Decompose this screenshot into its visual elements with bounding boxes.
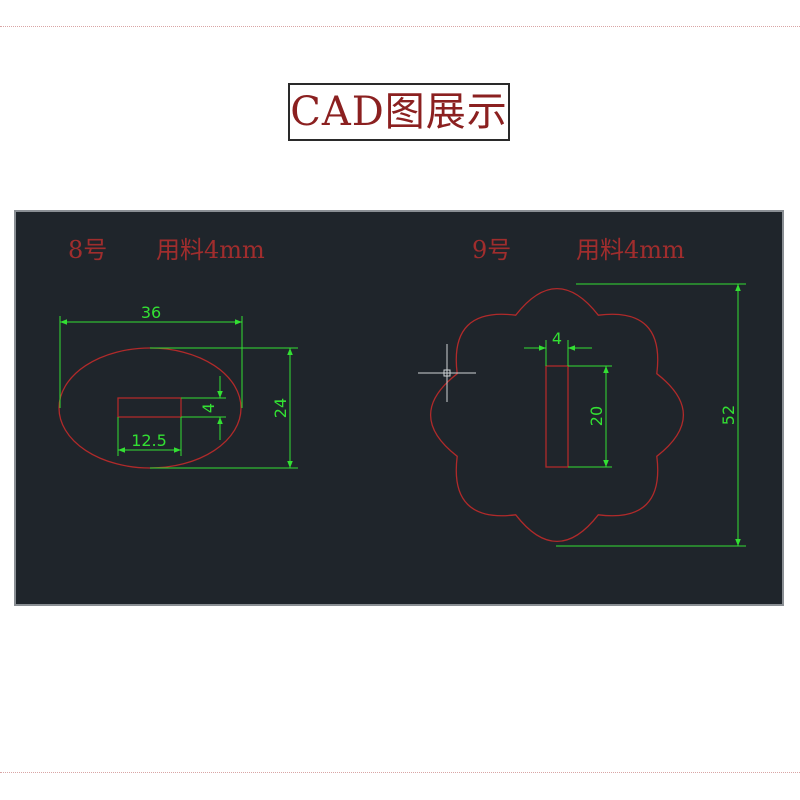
- part9-height-dimension: [556, 283, 746, 547]
- part8-drawing: 36 24 12.5 4: [58, 303, 298, 469]
- part8-slot-height-text: 4: [199, 403, 218, 413]
- part8-slot-width-dimension: [117, 417, 182, 456]
- bottom-dotted-divider: [0, 772, 800, 773]
- part8-slot-height-dimension: [181, 376, 226, 440]
- part8-height-dimension: [150, 347, 298, 469]
- crosshair-cursor-icon: [418, 344, 476, 402]
- part8-width-text: 36: [141, 303, 161, 322]
- part8-height-text: 24: [271, 398, 290, 418]
- part9-flower-outline: [430, 288, 684, 542]
- part9-slot-height-text: 20: [587, 406, 606, 426]
- title-box: CAD图展示: [288, 83, 510, 141]
- part9-material-label: 用料4mm: [576, 236, 685, 264]
- cad-drawing-panel[interactable]: 8号 用料4mm 9号 用料4mm 36 2: [14, 210, 784, 606]
- part8-material-label: 用料4mm: [156, 236, 265, 264]
- part9-slot-width-text: 4: [552, 329, 562, 348]
- part9-height-text: 52: [719, 405, 738, 425]
- part9-slot-width-dimension: [524, 340, 592, 366]
- part9-number-label: 9号: [472, 236, 512, 264]
- part9-slot-outline: [545, 365, 569, 468]
- part9-slot-height-dimension: [568, 365, 612, 468]
- part8-width-dimension: [59, 316, 243, 408]
- part8-number-label: 8号: [68, 236, 108, 264]
- part9-drawing: 4 20 52: [430, 283, 746, 547]
- cad-canvas: 36 24 12.5 4: [58, 283, 746, 547]
- part8-slot-outline: [117, 397, 182, 418]
- part8-slot-width-text: 12.5: [131, 431, 167, 450]
- page-title: CAD图展示: [290, 89, 508, 135]
- top-dotted-divider: [0, 26, 800, 27]
